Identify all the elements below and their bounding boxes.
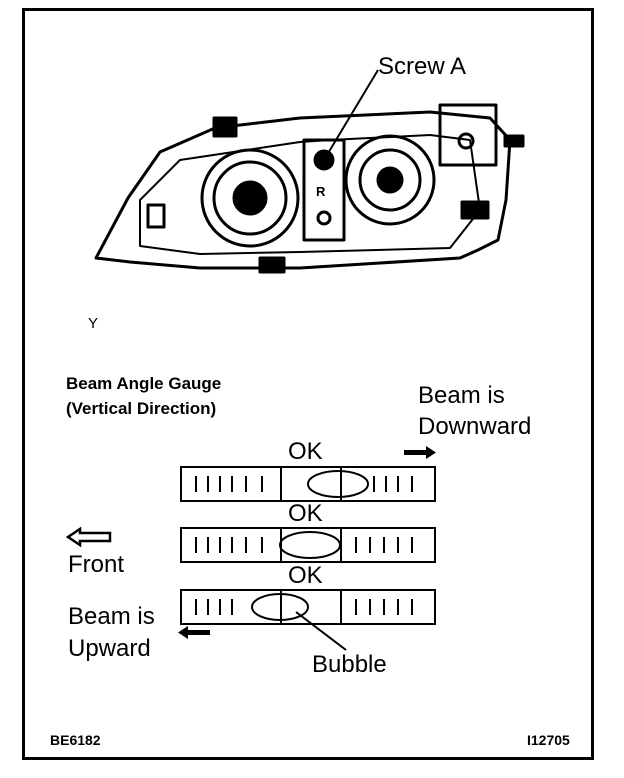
bubble-top [307, 470, 369, 498]
arrows [65, 446, 436, 639]
headlamp-inner-lens [139, 134, 481, 255]
arrow-downward-head [426, 446, 436, 459]
left-clip [146, 203, 166, 229]
gauge-title-line1: Beam Angle Gauge [66, 374, 222, 393]
headlamp-right-bracket [438, 103, 498, 167]
headlamp-top-tab [212, 116, 238, 138]
beam-upward-line1: Beam is [68, 603, 155, 630]
beam-downward-line2: Downward [418, 413, 532, 440]
ok-label-top: OK [288, 438, 323, 465]
gauge-top [180, 466, 436, 502]
low-beam-socket-outer [200, 148, 300, 248]
low-beam-bulb [232, 180, 268, 216]
gauge-middle [180, 527, 436, 563]
bubble-bottom [251, 593, 309, 621]
high-beam-bulb [376, 166, 404, 194]
ok-label-bottom: OK [288, 562, 323, 589]
arrow-upward-shaft [188, 630, 210, 635]
bubble-label: Bubble [312, 651, 387, 678]
plate-marking-r: R [316, 184, 326, 199]
ticks-bottom [195, 599, 413, 615]
screw-a-label: Screw A [378, 53, 467, 80]
footer-left-code: BE6182 [50, 732, 101, 748]
bubble-middle [279, 531, 341, 559]
ticks-top [195, 476, 413, 492]
arrow-upward-head [178, 626, 188, 639]
bubble-leader [295, 611, 347, 651]
footer-right-code: I12705 [527, 732, 570, 748]
bracket-hole [457, 132, 475, 150]
headlamp-assembly: R [94, 69, 525, 274]
gauge-bottom [180, 589, 436, 625]
high-beam-socket-inner [358, 148, 422, 212]
front-label: Front [68, 551, 125, 578]
gauge-title-line2: (Vertical Direction) [66, 399, 217, 418]
gauge-diagrams [180, 466, 436, 651]
low-beam-socket-inner [212, 160, 288, 236]
headlamp-right-stud [503, 134, 525, 148]
front-arrow-icon [65, 526, 112, 548]
right-connector [460, 200, 490, 220]
ticks-middle [195, 537, 413, 553]
beam-downward-line1: Beam is [418, 382, 505, 409]
adjuster-plate [302, 138, 346, 242]
marker-y: Y [88, 315, 99, 332]
diagram-frame [22, 8, 594, 760]
headlamp-outer-body [94, 110, 512, 270]
lower-screw [316, 210, 332, 226]
screw-a-leader [323, 69, 379, 161]
arrow-downward-shaft [404, 450, 426, 455]
headlamp-bottom-tab [258, 256, 286, 274]
ok-label-middle: OK [288, 500, 323, 527]
high-beam-socket-outer [344, 134, 436, 226]
beam-upward-line2: Upward [68, 635, 151, 662]
